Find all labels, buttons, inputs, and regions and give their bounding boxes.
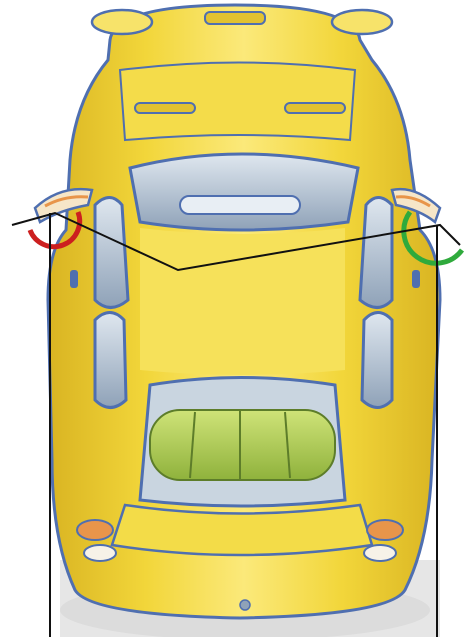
roof [140,228,345,375]
windshield [130,154,358,230]
left-door-handle [70,270,78,288]
cargo-item [150,410,335,480]
rear-badge [240,600,250,610]
left-side-windows [95,198,128,408]
right-side-windows [360,198,392,408]
right-door-handle [412,270,420,288]
rear-deck [112,505,372,555]
